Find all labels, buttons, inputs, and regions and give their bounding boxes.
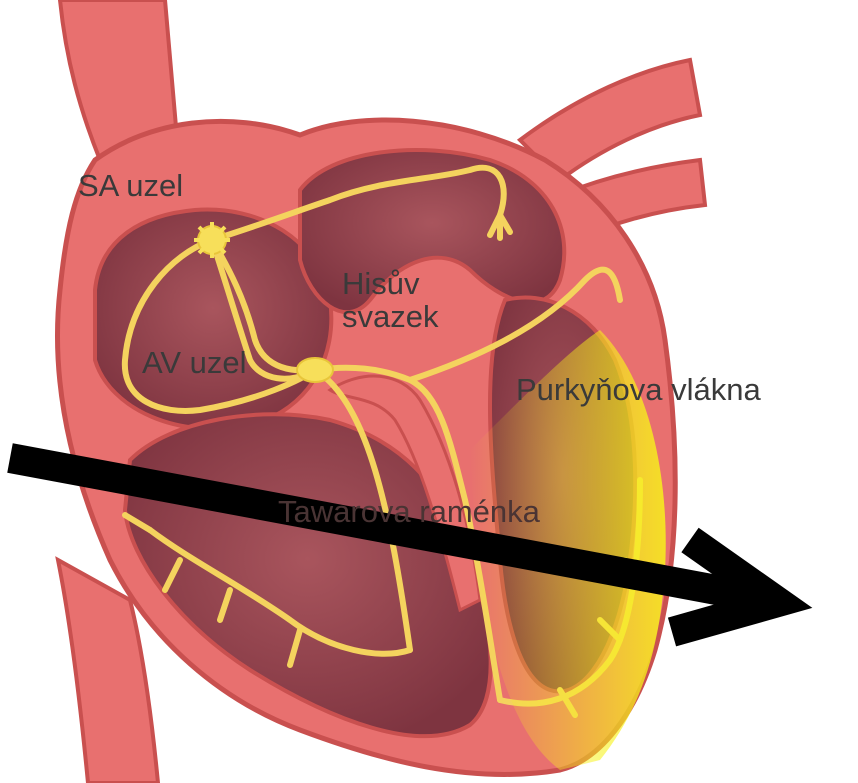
his-bundle-label-line2: svazek (342, 301, 438, 334)
his-bundle-label: Hisův svazek (342, 268, 438, 333)
his-bundle-label-line1: Hisův (342, 268, 438, 301)
purkinje-fibers-label: Purkyňova vlákna (516, 374, 761, 407)
av-node-marker (297, 358, 333, 382)
sa-node-marker (194, 222, 230, 258)
sa-node-label: SA uzel (78, 170, 183, 203)
av-node-label: AV uzel (142, 347, 247, 380)
bundle-branches-label: Tawarova raménka (278, 496, 540, 529)
